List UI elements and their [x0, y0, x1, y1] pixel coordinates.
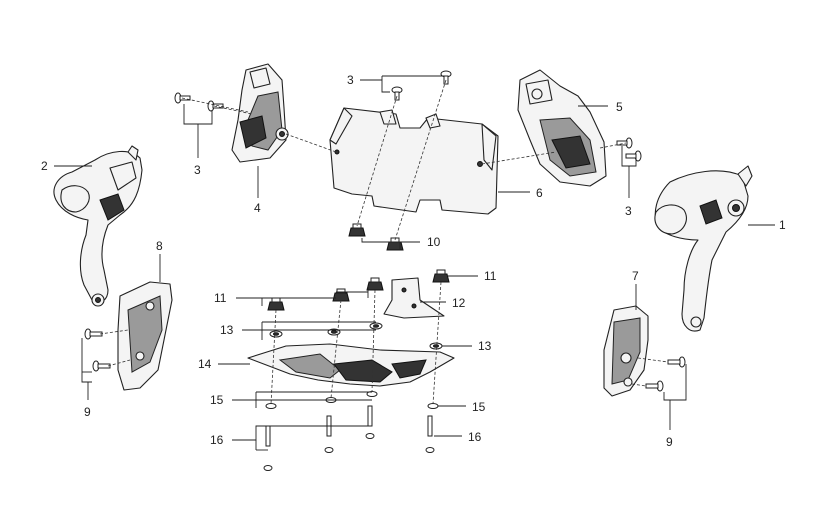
- assembly-guide-lines: [99, 79, 669, 405]
- part-14-skid-plate: [247, 343, 455, 387]
- callout-4: 4: [254, 201, 261, 215]
- callout-11-left: 11: [214, 291, 227, 305]
- part-6-center-panel: [329, 107, 499, 215]
- callout-13-left: 13: [220, 323, 234, 337]
- part-1-right-bracket: [654, 165, 753, 332]
- callout-5: 5: [616, 100, 623, 114]
- part-8-left-lower-cover: [117, 281, 173, 391]
- callout-13-right: 13: [478, 339, 492, 353]
- leader-lines: [54, 75, 775, 451]
- callout-12: 12: [452, 296, 466, 310]
- part-2-left-bracket: [53, 145, 143, 307]
- callout-labels: 1 2 3 3 3 4 5 6 7 8 9 9 10 11 11 12 13 1…: [41, 73, 786, 449]
- callout-11-right: 11: [484, 269, 497, 283]
- part-5-right-inner-cover: [517, 69, 607, 187]
- callout-15-right: 15: [472, 400, 486, 414]
- callout-14: 14: [198, 357, 212, 371]
- part-12-mounting-bracket: [383, 277, 445, 319]
- part-7-right-lower-cover: [603, 305, 649, 397]
- callout-6: 6: [536, 186, 543, 200]
- callout-7: 7: [632, 269, 639, 283]
- callout-16-left: 16: [210, 433, 224, 447]
- callout-10: 10: [427, 235, 441, 249]
- callout-8: 8: [156, 239, 163, 253]
- callout-2: 2: [41, 159, 48, 173]
- part-4-left-inner-cover: [231, 63, 289, 163]
- callout-3-right: 3: [625, 204, 632, 218]
- callout-16-right: 16: [468, 430, 482, 444]
- callout-9-left: 9: [84, 405, 91, 419]
- callout-1: 1: [779, 218, 786, 232]
- callout-15-left: 15: [210, 393, 224, 407]
- callout-3-top: 3: [347, 73, 354, 87]
- callout-3-left: 3: [194, 163, 201, 177]
- callout-9-right: 9: [666, 435, 673, 449]
